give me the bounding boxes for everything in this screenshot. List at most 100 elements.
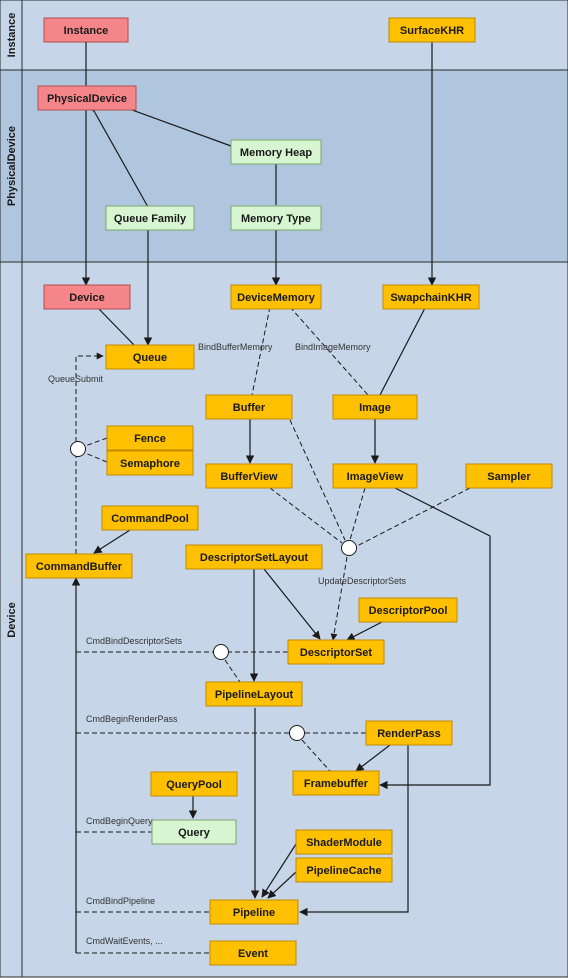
node-swapchain-khr: SwapchainKHR — [382, 284, 480, 310]
node-label-descriptor-pool: DescriptorPool — [369, 605, 448, 617]
edge-queue-device — [89, 299, 136, 347]
node-query: Query — [151, 819, 237, 845]
label-cmd-wait-events: CmdWaitEvents, ... — [86, 936, 163, 946]
edge-devicememory-buffer — [251, 306, 271, 396]
node-buffer: Buffer — [205, 394, 293, 420]
node-render-pass: RenderPass — [365, 720, 453, 746]
node-image-view: ImageView — [332, 463, 418, 489]
node-label-framebuffer: Framebuffer — [304, 778, 369, 790]
edge-shadermodule-pipeline — [261, 843, 297, 898]
edge-memoryheap-physicaldevice — [112, 100, 232, 147]
node-label-descriptor-set-layout: DescriptorSetLayout — [200, 552, 309, 564]
edge-devicememory-image — [289, 306, 369, 396]
node-label-pipeline: Pipeline — [233, 907, 275, 919]
node-memory-heap: Memory Heap — [230, 139, 322, 165]
node-label-image-view: ImageView — [347, 471, 404, 483]
sync-hub — [70, 441, 86, 457]
node-pipeline-layout: PipelineLayout — [205, 681, 303, 707]
node-command-pool: CommandPool — [101, 505, 199, 531]
edge-image-swapchain — [379, 297, 432, 396]
node-label-instance: Instance — [64, 25, 109, 37]
edge-renderpass-framebuffer — [355, 744, 391, 772]
dashed-edges — [70, 306, 471, 954]
node-pipeline-cache: PipelineCache — [295, 857, 393, 883]
node-label-sampler: Sampler — [487, 471, 531, 483]
node-descriptor-set-layout: DescriptorSetLayout — [185, 544, 323, 570]
node-queue-family: Queue Family — [105, 205, 195, 231]
edge-descriptorpool-descriptorset — [346, 621, 383, 641]
node-label-memory-type: Memory Type — [241, 213, 311, 225]
edge-imageview-framebuffer — [379, 487, 491, 790]
edge-dsl-descriptorset — [263, 568, 321, 640]
node-label-queue: Queue — [133, 352, 167, 364]
node-label-command-pool: CommandPool — [111, 513, 189, 525]
node-semaphore: Semaphore — [106, 450, 194, 476]
node-label-device-memory: DeviceMemory — [237, 292, 316, 304]
edge-fence-syncnode — [84, 437, 108, 447]
lane-label-instance: Instance — [6, 13, 18, 58]
node-label-semaphore: Semaphore — [120, 458, 180, 470]
lane-device: Device — [0, 261, 568, 978]
edge-buffer-hub — [289, 419, 346, 541]
node-pipeline: Pipeline — [209, 899, 299, 925]
node-command-buffer: CommandBuffer — [25, 553, 133, 579]
node-sampler: Sampler — [465, 463, 553, 489]
label-bind-buffer-memory: BindBufferMemory — [198, 342, 273, 352]
node-queue: Queue — [105, 344, 195, 370]
node-label-swapchain-khr: SwapchainKHR — [390, 292, 471, 304]
bind-descriptor-sets-hub — [213, 644, 229, 660]
node-descriptor-pool: DescriptorPool — [358, 597, 458, 623]
edge-labels: BindBufferMemory BindImageMemory QueueSu… — [48, 342, 407, 946]
node-label-memory-heap: Memory Heap — [240, 147, 312, 159]
solid-edges — [71, 30, 491, 953]
node-device-memory: DeviceMemory — [230, 284, 322, 310]
edge-commandpool-commandbuffer — [93, 529, 131, 554]
lane-label-device: Device — [6, 602, 18, 637]
edge-hub-descriptorset — [330, 556, 348, 641]
node-label-command-buffer: CommandBuffer — [36, 561, 123, 573]
label-cmd-begin-render-pass: CmdBeginRenderPass — [86, 714, 178, 724]
node-buffer-view: BufferView — [205, 463, 293, 489]
label-cmd-bind-pipeline: CmdBindPipeline — [86, 896, 155, 906]
edge-hub3-framebuffer — [301, 739, 331, 772]
node-label-query-pool: QueryPool — [166, 779, 222, 791]
edge-bufferview-hub — [269, 487, 343, 544]
edge-hub2-pipelinelayout — [224, 659, 241, 683]
node-instance: Instance — [43, 17, 129, 43]
node-image: Image — [332, 394, 418, 420]
begin-render-pass-hub — [289, 725, 305, 741]
label-bind-image-memory: BindImageMemory — [295, 342, 371, 352]
node-label-render-pass: RenderPass — [377, 728, 441, 740]
node-label-shader-module: ShaderModule — [306, 837, 382, 849]
edge-queuesubmit — [75, 352, 104, 578]
node-label-pipeline-cache: PipelineCache — [306, 865, 381, 877]
node-surface-khr: SurfaceKHR — [388, 17, 476, 43]
update-descriptor-sets-hub — [341, 540, 357, 556]
lane-label-physical-device: PhysicalDevice — [6, 126, 18, 206]
node-label-device: Device — [69, 292, 104, 304]
label-cmd-begin-query: CmdBeginQuery, ... — [86, 816, 164, 826]
node-label-event: Event — [238, 948, 268, 960]
label-queue-submit: QueueSubmit — [48, 374, 104, 384]
node-framebuffer: Framebuffer — [292, 770, 380, 796]
node-descriptor-set: DescriptorSet — [287, 639, 385, 665]
node-event: Event — [209, 940, 297, 966]
node-label-pipeline-layout: PipelineLayout — [215, 689, 294, 701]
node-query-pool: QueryPool — [150, 771, 238, 797]
node-label-physical-device: PhysicalDevice — [47, 93, 127, 105]
node-device: Device — [43, 284, 131, 310]
node-label-image: Image — [359, 402, 391, 414]
label-update-descriptor-sets: UpdateDescriptorSets — [318, 576, 407, 586]
edge-pipelinecache-pipeline — [267, 871, 297, 899]
node-label-buffer-view: BufferView — [220, 471, 278, 483]
node-fence: Fence — [106, 425, 194, 451]
node-label-surface-khr: SurfaceKHR — [400, 25, 464, 37]
node-physical-device: PhysicalDevice — [37, 85, 137, 111]
edge-semaphore-syncnode — [84, 452, 108, 463]
node-label-fence: Fence — [134, 433, 166, 445]
edge-imageview-hub — [349, 487, 366, 541]
node-label-query: Query — [178, 827, 211, 839]
node-label-buffer: Buffer — [233, 402, 266, 414]
edge-queuefamily-physicaldevice — [87, 100, 149, 208]
